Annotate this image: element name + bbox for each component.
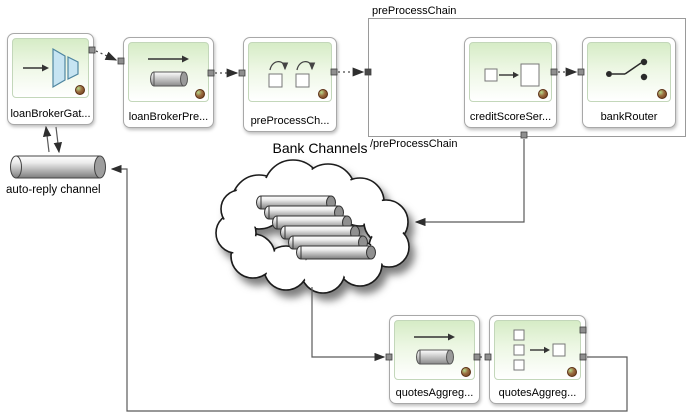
spring-badge-icon xyxy=(318,89,328,99)
channel-icon xyxy=(147,55,189,87)
group-open-label: preProcessChain xyxy=(372,5,457,17)
node-quotes-channel: quotesAggreg... xyxy=(389,315,480,404)
node-icon-panel xyxy=(128,42,209,102)
aggregator-icon xyxy=(513,329,565,371)
gateway-icon xyxy=(22,47,79,89)
node-label: loanBrokerPre... xyxy=(128,111,209,123)
connector-gateway-to-autoreply-down xyxy=(53,126,63,154)
chain-icon xyxy=(268,60,316,88)
spring-badge-icon xyxy=(538,89,548,99)
channel-icon xyxy=(413,333,455,365)
auto-reply-channel-label: auto-reply channel xyxy=(6,184,101,196)
node-icon-panel xyxy=(587,42,671,102)
node-label: loanBrokerGat... xyxy=(10,108,91,120)
router-icon xyxy=(606,58,648,81)
spring-badge-icon xyxy=(657,89,667,99)
bank-channels-label: Bank Channels xyxy=(272,140,368,156)
node-loan-broker-gateway: loanBrokerGat... xyxy=(7,33,94,125)
node-icon-panel xyxy=(494,320,581,380)
connector-cloud-to-quoteschannel xyxy=(311,287,386,362)
bank-channels-cloud-icon xyxy=(215,159,410,294)
spring-badge-icon xyxy=(75,85,85,95)
spring-badge-icon xyxy=(461,367,471,377)
node-icon-panel xyxy=(248,42,332,102)
node-label: creditScoreSer... xyxy=(469,111,552,123)
node-bank-router: bankRouter xyxy=(582,37,676,128)
node-icon-panel xyxy=(469,42,552,102)
spring-badge-icon xyxy=(195,89,205,99)
service-activator-icon xyxy=(484,63,539,87)
connector-autoreply-to-gateway-up xyxy=(42,125,52,153)
node-pre-process-channel: preProcessCh... xyxy=(243,37,337,132)
node-loan-broker-pre-processor: loanBrokerPre... xyxy=(123,37,214,128)
node-icon-panel xyxy=(12,38,89,98)
node-quotes-aggregator: quotesAggreg... xyxy=(489,315,586,404)
connector-group-to-cloud xyxy=(414,139,525,227)
connector-gateway-to-prechannel xyxy=(95,50,118,61)
auto-reply-channel-icon xyxy=(10,155,106,179)
node-label: preProcessCh... xyxy=(250,115,330,127)
node-label: quotesAggreg... xyxy=(395,387,474,399)
bank-channel-pipes-icon xyxy=(256,195,376,260)
node-label: bankRouter xyxy=(600,111,658,123)
node-label: quotesAggreg... xyxy=(498,387,577,399)
node-credit-score-service: creditScoreSer... xyxy=(464,37,557,128)
spring-badge-icon xyxy=(567,367,577,377)
node-icon-panel xyxy=(394,320,475,380)
